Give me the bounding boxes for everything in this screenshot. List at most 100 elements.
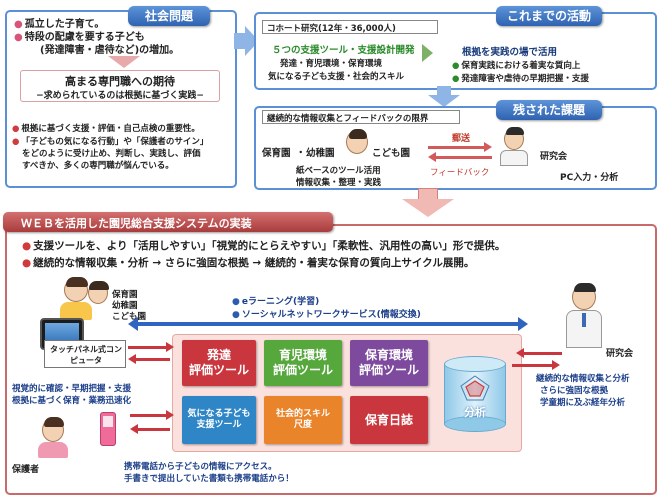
tool-parenting-env[interactable]: 育児環境評価ツール: [264, 340, 342, 386]
research-to-tools-arrow-icon: [524, 352, 562, 355]
phone-to-tools-arrow-icon: [130, 414, 170, 417]
network-arrow-left-head-icon: [128, 317, 138, 331]
paper-line-2: 情報収集・整理・実践: [296, 178, 382, 188]
tablet-label: タッチパネル式コンピュータ: [50, 345, 122, 365]
network-arrow-right-head-icon: [518, 317, 528, 331]
sns-label: ソーシャルネットワークサービス(情報交換): [232, 307, 421, 320]
research-line-3: 学童期に及ぶ経年分析: [540, 398, 626, 408]
main-arrow-down-head-icon: [402, 199, 454, 217]
tools-dev-title: ５つの支援ツール・支援設計開発: [272, 45, 415, 56]
research-web-label: 研究会: [606, 349, 634, 359]
tools-to-tablet-head-icon: [128, 354, 136, 364]
phone-line-2: 手書きで提出していた書類も携帯電話から！: [124, 474, 294, 484]
expectation-box: 高まる専門職への期待 −求められているのは根拠に基づく実践−: [20, 70, 220, 102]
social-bullet-2c: すべきか、多くの専門職が悩んでいる。: [22, 161, 174, 171]
mailing-arrow-icon: [428, 146, 486, 149]
social-bullet-2b: をどのように受け止め、判断し、実践し、評価: [22, 149, 201, 159]
limit-box: 継続的な情報収集とフィードバックの限界: [262, 110, 460, 124]
paper-line-1: 紙ベースのツール活用: [296, 166, 381, 176]
expectation-arrow-icon: [108, 56, 140, 68]
facility-1: 保育園: [112, 290, 138, 300]
visual-line-2: 根拠に基づく保育・業務迅速化: [12, 396, 132, 406]
pc-label: PC入力・分析: [560, 173, 619, 183]
network-arrow-icon: [136, 322, 520, 326]
tablet-label-box: タッチパネル式コンピュータ: [44, 340, 126, 368]
researcher-avatar-icon: [504, 127, 524, 150]
remaining-dot-1: ・: [296, 148, 306, 159]
remaining-nursery: 保育園: [262, 148, 291, 159]
mailing-arrow-head-icon: [484, 142, 492, 152]
guardian-avatar-icon: [42, 417, 64, 442]
elearning-text: eラーニング(学習): [241, 297, 320, 307]
tablet-to-tools-head-icon: [166, 342, 174, 352]
social-line-1: 孤立した子育て。: [14, 15, 105, 30]
practice-item-2: 発達障害や虐待の早期把握・支援: [452, 72, 589, 84]
remaining-research: 研究会: [540, 152, 568, 162]
tool-parenting-env-line1: 育児環境: [278, 348, 327, 362]
practice-item-1: 保育実践における着実な質向上: [452, 59, 580, 71]
analysis-database-icon[interactable]: 分析: [444, 356, 506, 432]
tool-concern-child[interactable]: 気になる子ども支援ツール: [182, 396, 256, 444]
researcher-coat-icon: [500, 150, 528, 166]
social-bullet-1: 根拠に基づく支援・評価・自己点検の重要性。: [12, 122, 200, 134]
tool-development-line2: 評価ツール: [188, 363, 249, 377]
visual-line-1: 視覚的に確認・早期把握・支援: [12, 384, 132, 394]
tools-line-1: 発達・育児環境・保育環境: [280, 59, 383, 69]
phone-line-1: 携帯電話から子どもの情報にアクセス。: [124, 462, 277, 472]
tools-to-research-head-icon: [552, 360, 560, 370]
tool-social-skill-line1: 社会的スキル: [275, 408, 330, 419]
social-issues-title: 社会問題: [128, 6, 210, 26]
remaining-title: 残された課題: [496, 100, 602, 120]
tool-childcare-env-line2: 評価ツール: [358, 363, 419, 377]
flow-arrow-down-icon: [437, 86, 451, 96]
tool-concern-child-line2: 支援ツール: [196, 420, 242, 430]
web-line-2: 継続的な情報収集・分析 → さらに強固な根拠 → 継続的・着実な保育の質向上サイ…: [22, 255, 474, 270]
child-avatar-icon: [64, 277, 88, 302]
mailing-label: 郵送: [452, 134, 471, 144]
tool-social-skill[interactable]: 社会的スキル尺度: [264, 396, 342, 444]
practice-title: 根拠を実践の場で活用: [462, 47, 558, 58]
tool-childcare-env[interactable]: 保育環境評価ツール: [350, 340, 428, 386]
analysis-label: 分析: [464, 406, 486, 419]
research-line-1: 継続的な情報収集と分析: [536, 374, 630, 384]
social-bullet-2a: 「子どもの気になる行動」や「保護者のサイン」: [12, 135, 208, 147]
radar-chart-icon: [460, 375, 490, 401]
tools-to-phone-head-icon: [130, 424, 138, 434]
tablet-to-tools-arrow-icon: [128, 346, 170, 349]
tools-to-research-arrow-icon: [512, 364, 554, 367]
social-line-2: 特段の配慮を要する子ども: [14, 28, 145, 43]
tools-to-phone-arrow-icon: [138, 428, 170, 431]
feedback-label: フィードバック: [430, 168, 490, 178]
expectation-title: 高まる専門職への期待: [65, 75, 175, 88]
tool-childcare-diary[interactable]: 保育日誌: [350, 396, 428, 444]
tool-childcare-env-line1: 保育環境: [364, 348, 413, 362]
tool-concern-child-line1: 気になる子ども: [187, 408, 251, 419]
tool-development-line1: 発達: [206, 348, 231, 362]
tool-social-skill-line2: 尺度: [293, 420, 312, 430]
web-line-1: 支援ツールを、より「活用しやすい」「視覚的にとらえやすい」「柔軟性、汎用性の高い…: [22, 238, 505, 253]
tool-parenting-env-line2: 評価ツール: [272, 363, 333, 377]
facility-2: 幼稚園: [112, 301, 138, 311]
feedback-arrow-icon: [436, 156, 492, 159]
main-arrow-down-icon: [418, 188, 438, 200]
caregiver-avatar-icon: [88, 281, 109, 304]
mobile-phone-icon: [100, 412, 116, 446]
web-title-bar: ＷＥＢを活用した園児総合支援システムの実装: [3, 212, 333, 232]
research-line-2: さらに強固な根拠: [540, 386, 609, 396]
cohort-text: コホート研究(12年・36,000人): [267, 24, 396, 34]
teacher-avatar-icon: [346, 129, 368, 154]
tool-childcare-diary-label: 保育日誌: [364, 412, 413, 427]
cohort-box: コホート研究(12年・36,000人): [262, 20, 438, 34]
activities-title: これまでの活動: [496, 6, 602, 26]
researcher-web-coat-icon: [566, 310, 602, 348]
web-title: ＷＥＢを活用した園児総合支援システムの実装: [21, 217, 252, 230]
activity-arrow-icon: [422, 44, 433, 62]
tools-line-2: 気になる子ども支援・社会的スキル: [268, 72, 405, 82]
remaining-children-center: こども園: [372, 148, 411, 159]
tools-to-tablet-arrow-icon: [136, 358, 170, 361]
child-body-icon: [60, 302, 92, 320]
feedback-arrow-head-icon: [428, 152, 436, 162]
tool-development[interactable]: 発達評価ツール: [182, 340, 256, 386]
limit-text: 継続的な情報収集とフィードバックの限界: [267, 114, 429, 124]
guardian-label: 保護者: [12, 465, 40, 475]
